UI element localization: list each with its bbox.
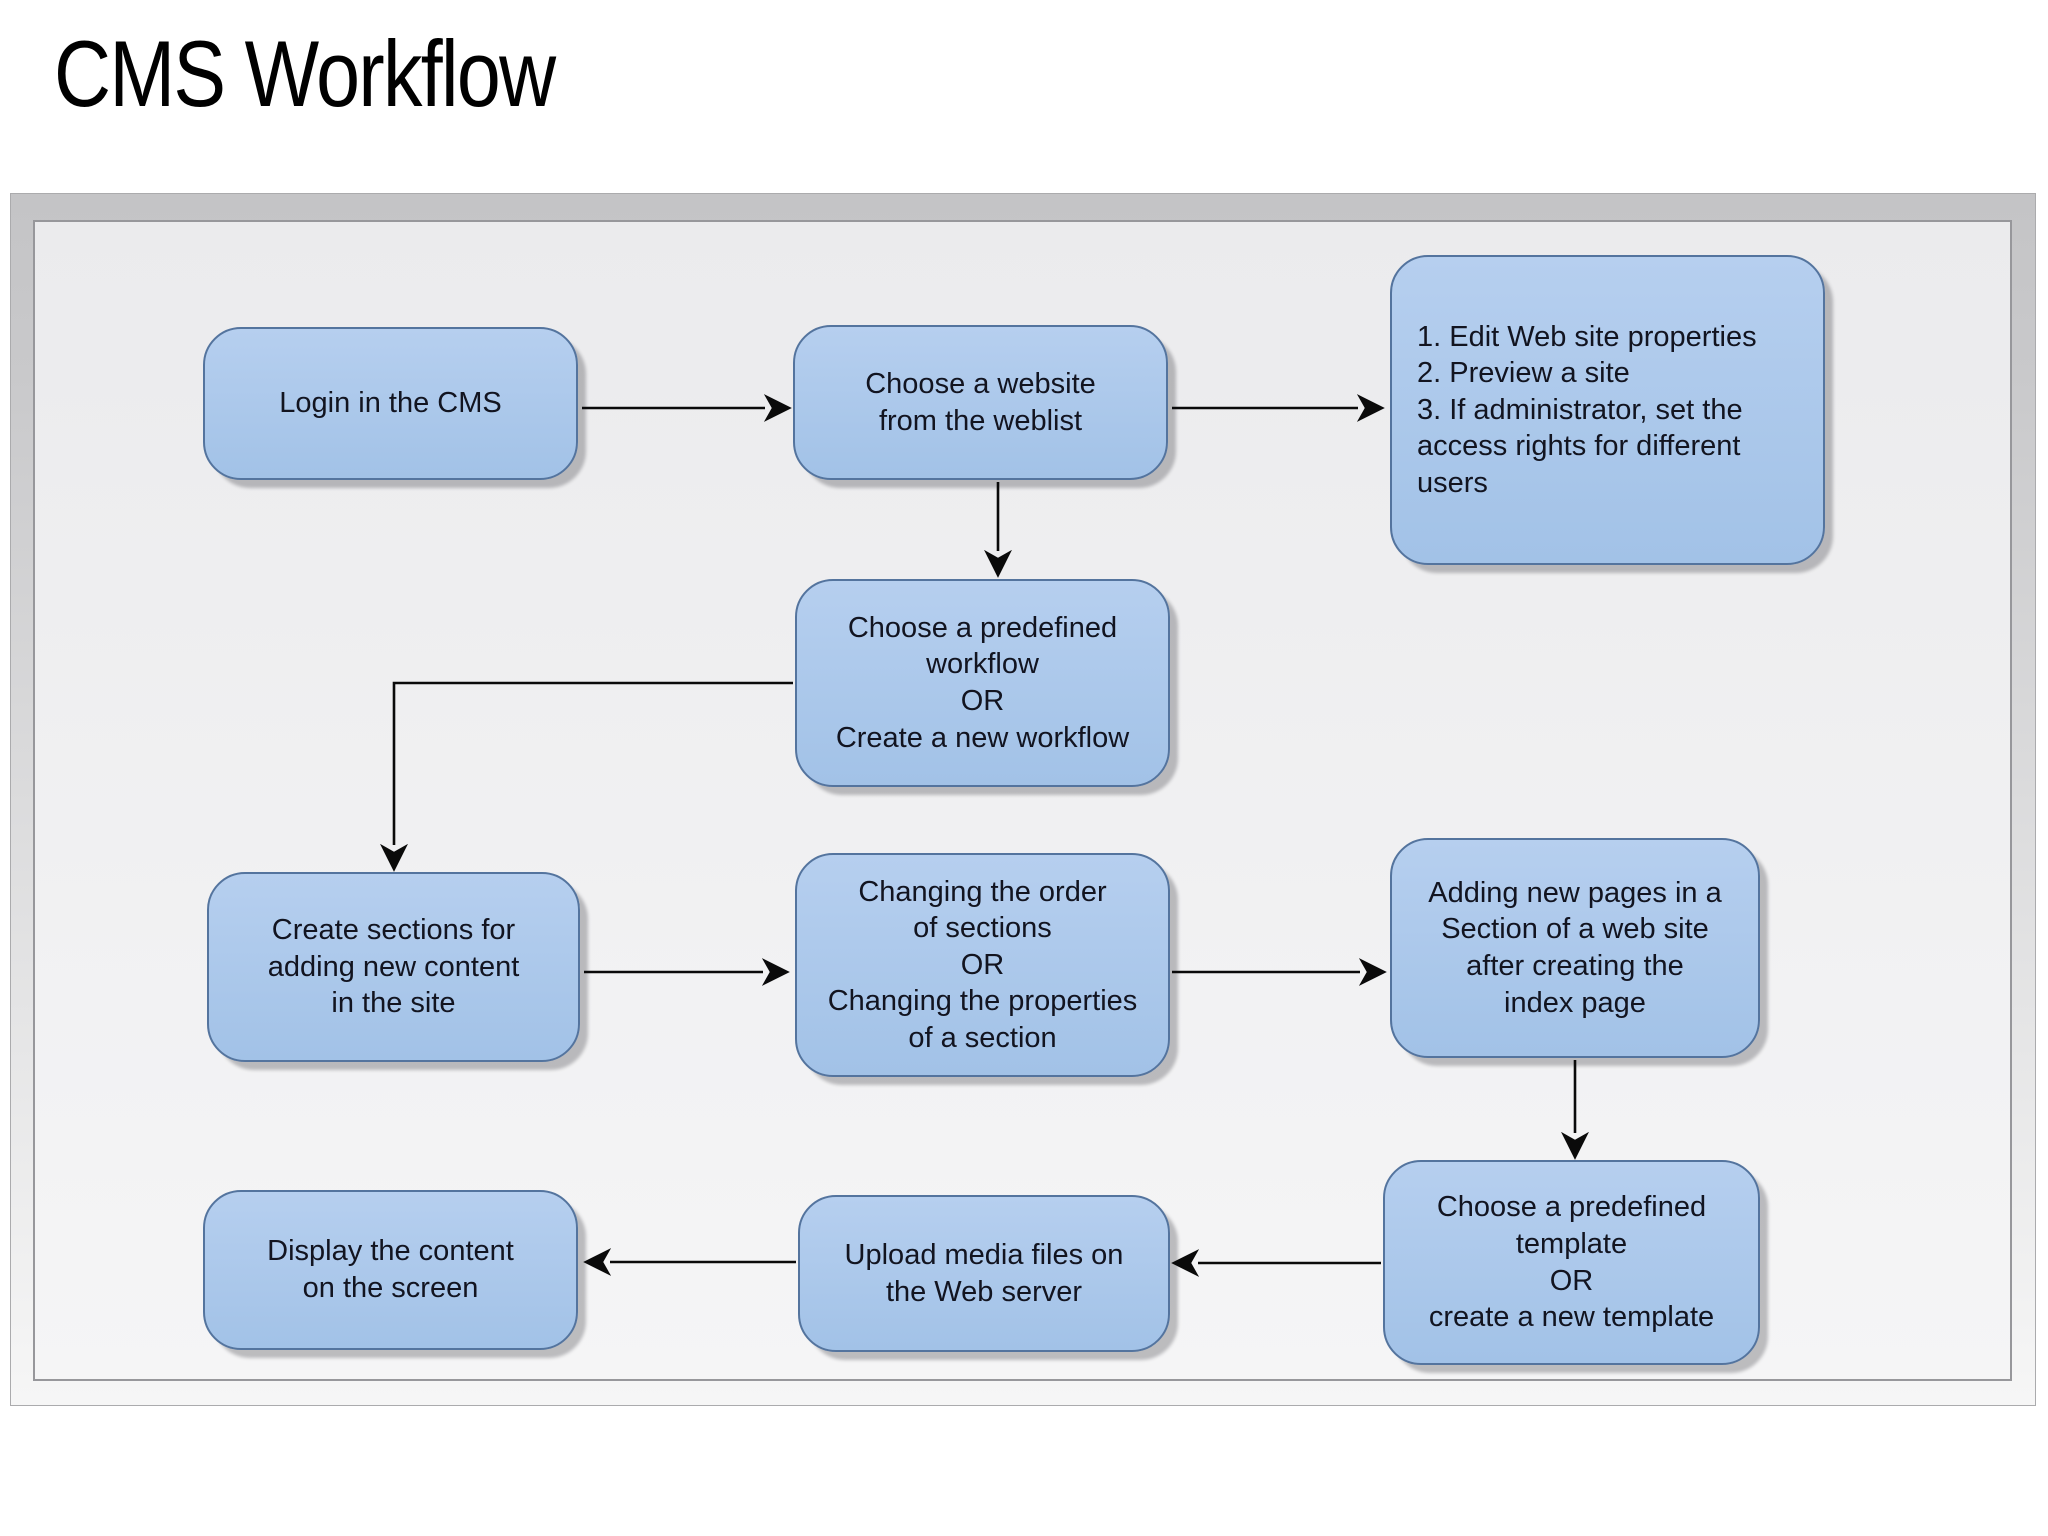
flow-node-add-pages: Adding new pages in a Section of a web s… xyxy=(1390,838,1760,1058)
flow-node-create-sections: Create sections for adding new content i… xyxy=(207,872,580,1062)
flow-node-upload-media: Upload media files on the Web server xyxy=(798,1195,1170,1352)
flow-node-label-site-tasks: 1. Edit Web site properties 2. Preview a… xyxy=(1417,320,1757,499)
flow-node-choose-template: Choose a predefined template OR create a… xyxy=(1383,1160,1760,1365)
flow-node-label-choose-workflow: Choose a predefined workflow OR Create a… xyxy=(835,611,1130,754)
flow-node-label-upload-media: Upload media files on the Web server xyxy=(844,1238,1124,1308)
flow-node-site-tasks: 1. Edit Web site properties 2. Preview a… xyxy=(1390,255,1825,565)
flow-node-label-choose-template: Choose a predefined template OR create a… xyxy=(1428,1191,1715,1334)
flow-node-login: Login in the CMS xyxy=(203,327,578,480)
flow-node-label-login: Login in the CMS xyxy=(279,387,502,420)
flow-node-choose-workflow: Choose a predefined workflow OR Create a… xyxy=(795,579,1170,787)
flow-node-label-display-content: Display the content on the screen xyxy=(267,1235,514,1304)
page-title: CMS Workflow xyxy=(54,21,556,126)
flow-node-display-content: Display the content on the screen xyxy=(203,1190,578,1350)
flow-node-label-change-sections: Changing the order of sections OR Changi… xyxy=(827,875,1138,1054)
flow-node-choose-website: Choose a website from the weblist xyxy=(793,325,1168,480)
flow-node-label-create-sections: Create sections for adding new content i… xyxy=(267,914,520,1020)
flow-node-label-add-pages: Adding new pages in a Section of a web s… xyxy=(1428,876,1722,1019)
flow-node-change-sections: Changing the order of sections OR Changi… xyxy=(795,853,1170,1077)
flow-node-label-choose-website: Choose a website from the weblist xyxy=(865,367,1096,437)
